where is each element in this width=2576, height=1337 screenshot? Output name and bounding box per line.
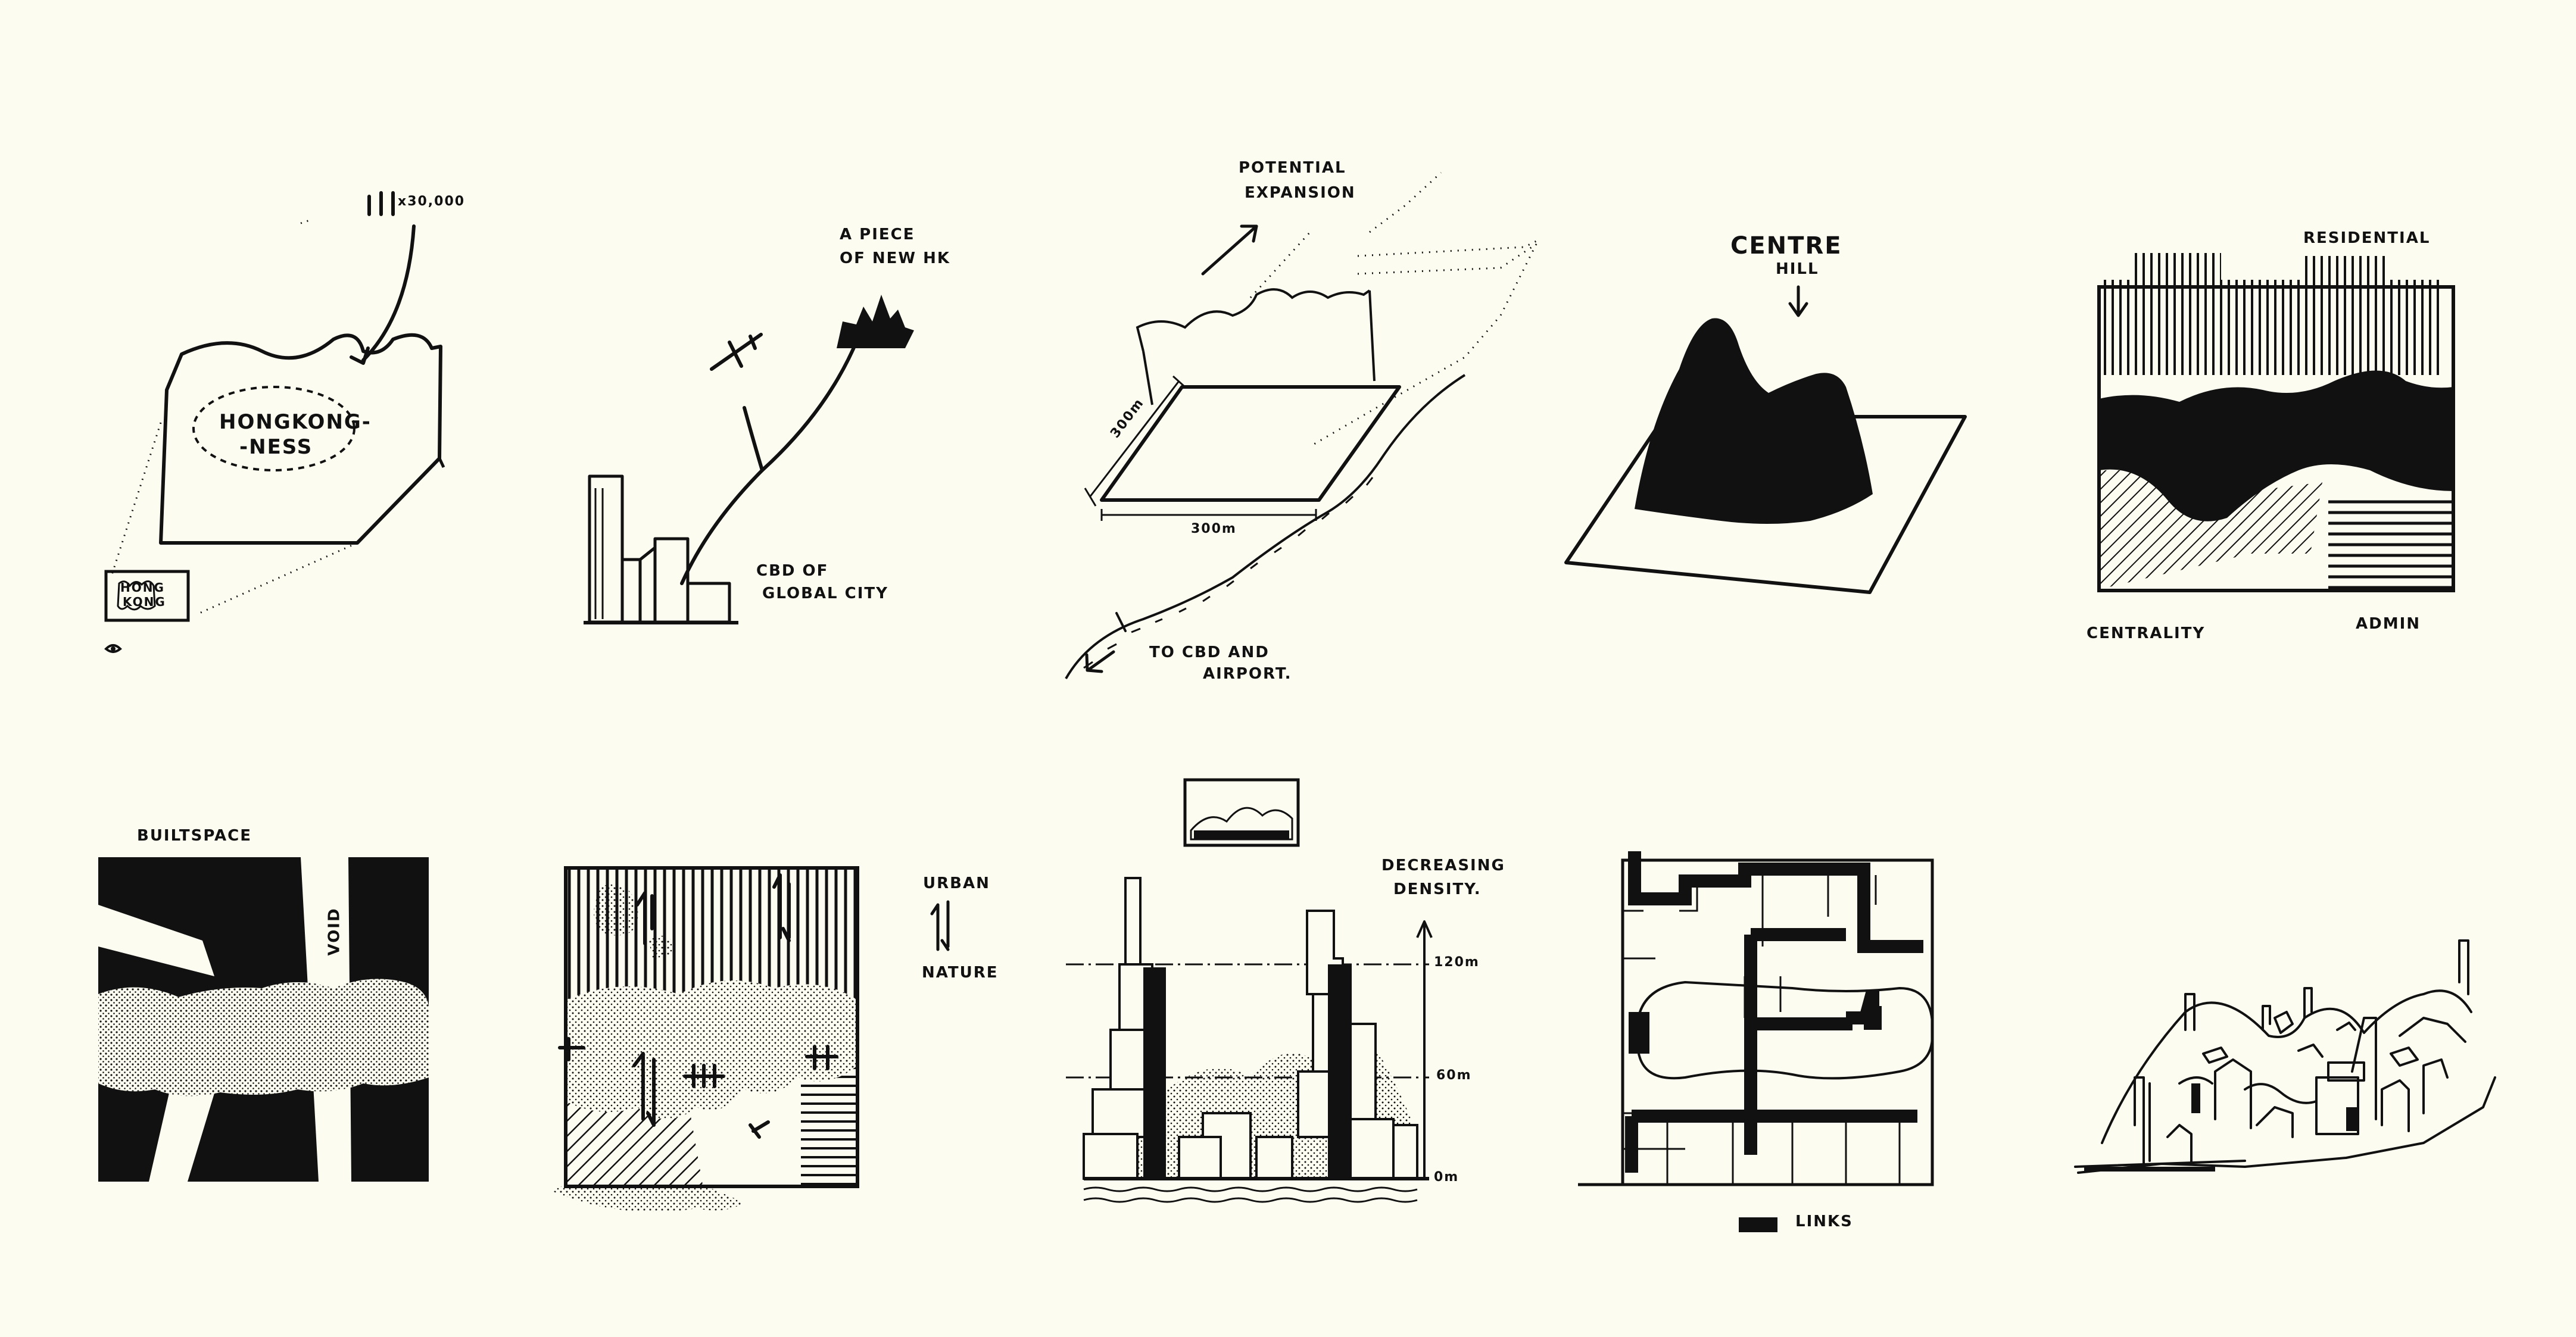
piece-title-line1: A PIECE (840, 226, 915, 243)
panel-builtspace: BUILTSPACE VOID (83, 827, 464, 1197)
centre-label-line2: HILL (1776, 260, 1819, 278)
panel-perspective (2066, 929, 2513, 1191)
panel-piece-of-new-hk: A PIECE OF NEW HK CBD OF GLOBAL CITY (572, 202, 1000, 631)
nature-label: NATURE (922, 964, 999, 982)
hongkongness-label-line1: HONGKONG- (219, 410, 372, 434)
piece-title-line2: OF NEW HK (840, 249, 951, 267)
admin-label: ADMIN (2356, 615, 2421, 633)
people-count-label: x30,000 (398, 194, 466, 209)
expansion-label-line1: POTENTIAL (1239, 159, 1346, 177)
hongkongness-label-line2: -NESS (239, 435, 313, 459)
panel-urban-nature: URBAN NATURE (548, 851, 1036, 1232)
route-label-line2: AIRPORT. (1203, 665, 1292, 683)
density-mark-mid: 60m (1436, 1068, 1472, 1083)
panel-zoning: RESIDENTIAL CENTRALITY ADMIN (2072, 220, 2489, 661)
centrality-label: CENTRALITY (2087, 624, 2206, 642)
route-label-line1: TO CBD AND (1149, 643, 1270, 661)
panel-site: POTENTIAL EXPANSION 300m 300m TO CBD AND… (1048, 149, 1560, 696)
urban-nature-sketch (551, 866, 950, 1212)
cbd-label-line1: CBD OF (756, 562, 829, 580)
centre-hill-sketch (1564, 285, 1967, 594)
site-sketch (1065, 171, 1538, 679)
density-mark-top: 120m (1434, 955, 1480, 970)
hongkongness-sketch (104, 191, 445, 653)
void-label: VOID (325, 907, 344, 956)
panel-centre-hill: CENTRE HILL (1560, 220, 2013, 601)
panel-density: DECREASING DENSITY. 120m 60m 0m (1060, 768, 1524, 1232)
builtspace-sketch (98, 857, 429, 1182)
density-title-line1: DECREASING (1381, 857, 1505, 874)
expansion-label-line2: EXPANSION (1245, 184, 1356, 202)
panel-links: LINKS (1566, 839, 1983, 1244)
zoning-sketch (2097, 253, 2455, 592)
links-sketch (1578, 851, 1934, 1232)
centre-label-line1: CENTRE (1730, 232, 1842, 260)
density-title-line2: DENSITY. (1393, 880, 1482, 898)
site-dimension-bottom: 300m (1191, 521, 1237, 536)
density-mark-base: 0m (1434, 1170, 1459, 1185)
perspective-sketch (2074, 939, 2496, 1174)
hongkong-card-line1: HONG (120, 580, 165, 595)
residential-label: RESIDENTIAL (2303, 229, 2431, 247)
builtspace-label: BUILTSPACE (137, 827, 252, 845)
density-sketch (1066, 778, 1433, 1203)
panel-hongkongness: x30,000 HONGKONG- -NESS HONG KONG (83, 179, 488, 667)
piece-of-hk-sketch (584, 295, 914, 624)
urban-label: URBAN (923, 874, 990, 892)
links-legend-label: LINKS (1795, 1213, 1853, 1230)
hongkong-card-line2: KONG (123, 595, 166, 609)
cbd-label-line2: GLOBAL CITY (762, 585, 888, 602)
